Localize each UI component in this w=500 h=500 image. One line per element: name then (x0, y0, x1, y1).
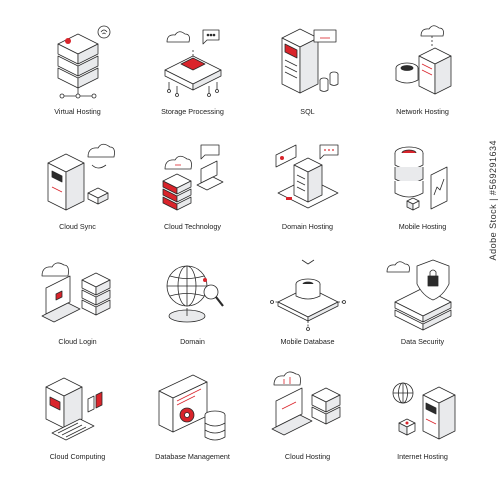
icon-tile-cloud-hosting: Cloud Hosting (250, 365, 365, 480)
domain-icon (166, 265, 224, 323)
icon-label: Cloud Login (58, 337, 97, 346)
icon-tile-cloud-login: Cloud Login (20, 250, 135, 365)
internet-hosting-icon (392, 382, 455, 440)
icon-tile-mobile-database: Mobile Database (250, 250, 365, 365)
icon-label: Virtual Hosting (54, 107, 101, 116)
icon-tile-sql: SQL (250, 20, 365, 135)
domain-hosting-icon (275, 144, 338, 209)
network-hosting-icon (395, 25, 451, 95)
icon-label: Data Security (400, 337, 445, 346)
icon-tile-mobile-hosting: Mobile Hosting (365, 135, 480, 250)
icon-label: SQL (300, 107, 315, 116)
icon-tile-storage-processing: Storage Processing (135, 20, 250, 135)
icon-label: Domain Hosting (281, 222, 334, 231)
icon-tile-network-hosting: Network Hosting (365, 20, 480, 135)
icon-label: Cloud Technology (163, 222, 221, 231)
cloud-technology-icon (162, 144, 223, 211)
icon-label: Internet Hosting (397, 452, 448, 461)
virtual-hosting-icon (57, 25, 110, 99)
database-management-icon (158, 374, 225, 441)
icon-tile-cloud-sync: Cloud Sync (20, 135, 135, 250)
icon-label: Storage Processing (161, 107, 224, 116)
icon-tile-cloud-computing: Cloud Computing (20, 365, 135, 480)
icon-label: Cloud Computing (49, 452, 106, 461)
icon-label: Network Hosting (396, 107, 449, 116)
sql-icon (281, 28, 338, 94)
cloud-hosting-icon (271, 371, 340, 436)
icon-tile-virtual-hosting: Virtual Hosting (20, 20, 135, 135)
icon-label: Cloud Hosting (284, 452, 331, 461)
mobile-database-icon (269, 259, 346, 331)
icon-tile-domain-hosting: Domain Hosting (250, 135, 365, 250)
icon-label: Domain (180, 337, 205, 346)
storage-processing-icon (164, 29, 221, 97)
icon-tile-domain: Domain (135, 250, 250, 365)
stock-watermark: Adobe Stock | #569291634 (488, 140, 498, 261)
icon-tile-database-management: Database Management (135, 365, 250, 480)
icon-set-grid: Virtual Hosting Storage Processing (20, 20, 480, 480)
mobile-hosting-icon (394, 146, 447, 211)
icon-label: Cloud Sync (59, 222, 96, 231)
icon-tile-internet-hosting: Internet Hosting (365, 365, 480, 480)
icon-tile-data-security: Data Security (365, 250, 480, 365)
icon-tile-cloud-technology: Cloud Technology (135, 135, 250, 250)
cloud-computing-icon (45, 377, 102, 441)
icon-label: Mobile Database (280, 337, 335, 346)
icon-label: Mobile Hosting (398, 222, 447, 231)
cloud-sync-icon (47, 143, 115, 211)
cloud-login-icon (41, 262, 110, 323)
icon-label: Database Management (155, 452, 230, 461)
data-security-icon (386, 259, 451, 331)
